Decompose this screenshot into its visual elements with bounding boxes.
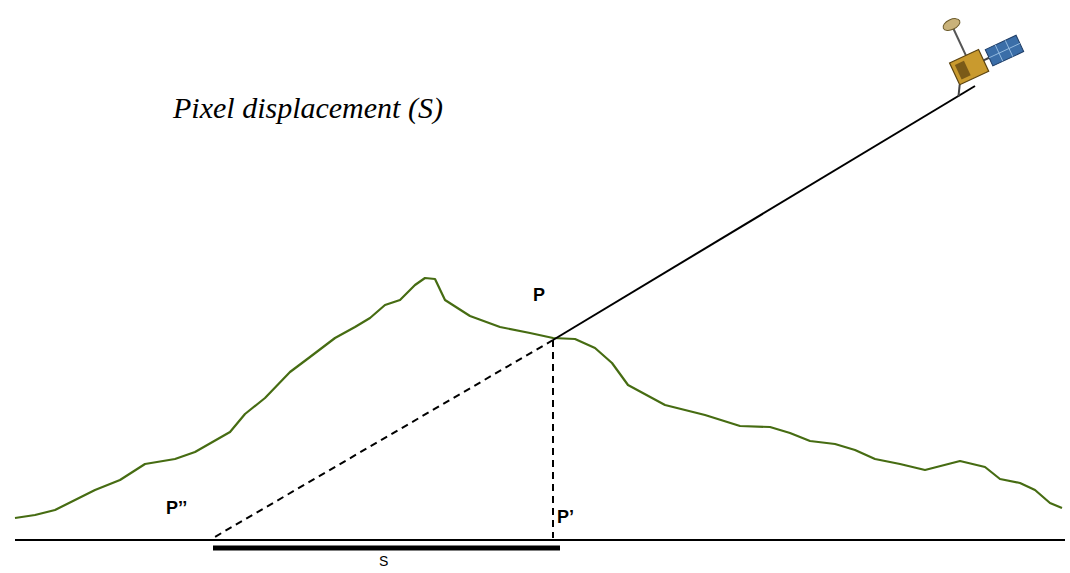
- satellite-icon: [928, 0, 1030, 96]
- diagram-title: Pixel displacement (S): [173, 93, 443, 123]
- projected-ray: [213, 340, 553, 538]
- sight-ray: [553, 86, 975, 340]
- displacement-bar: [213, 546, 560, 551]
- point-label: P: [533, 286, 545, 304]
- terrain-profile: [15, 278, 1062, 518]
- point-label: P’’: [166, 499, 187, 517]
- datum-line: [15, 539, 1065, 541]
- dimension-label: S: [379, 554, 388, 568]
- point-label: P’: [557, 508, 574, 526]
- vertical-projection: [552, 340, 554, 538]
